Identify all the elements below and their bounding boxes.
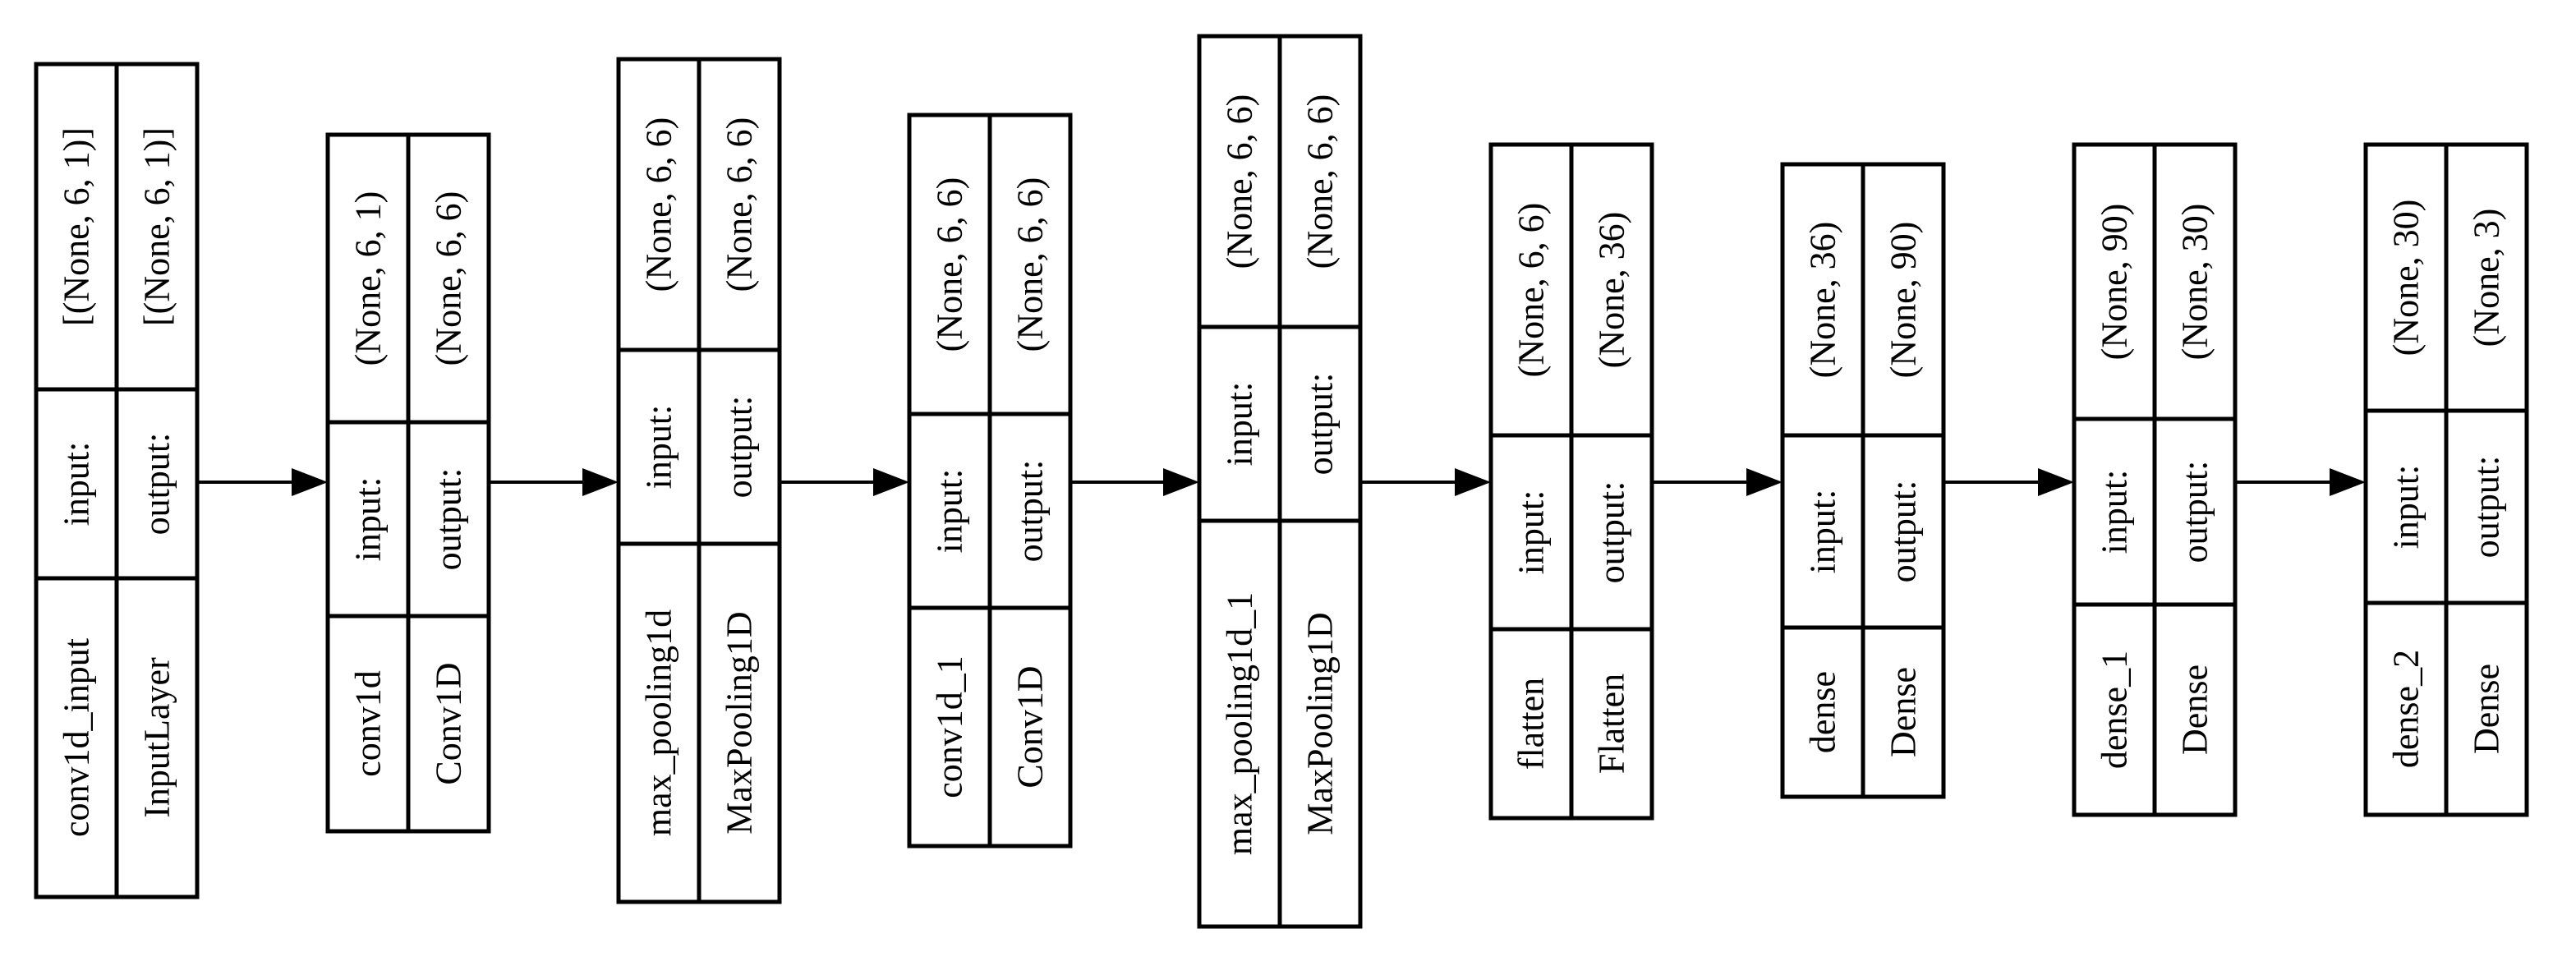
output-label: output: <box>2175 461 2215 563</box>
input-shape: (None, 36) <box>1803 222 1843 379</box>
output-shape: (None, 90) <box>1884 222 1924 379</box>
layer-type: Dense <box>2467 664 2507 754</box>
layer-node-dense_1: dense_1 Dense input: output: (None, 90) (None… <box>2072 142 2238 817</box>
layer-type: Conv1D <box>429 662 469 784</box>
output-shape: (None, 6, 6) <box>1300 94 1341 269</box>
layer-type: Dense <box>2175 665 2215 755</box>
layer-node-max_pooling1d: max_pooling1d MaxPooling1D input: output: (N… <box>616 57 782 904</box>
input-shape: (None, 6, 6) <box>1511 203 1552 378</box>
arrow-head-icon <box>873 468 909 496</box>
layer-node-dense_2: dense_2 Dense input: output: (None, 30) (None… <box>2363 142 2529 817</box>
output-label: output: <box>2467 456 2507 559</box>
layer-name: dense_1 <box>2095 651 2135 769</box>
arrow-head-icon <box>2038 468 2074 496</box>
input-shape: [(None, 6, 1)] <box>57 127 97 326</box>
arrow-head-icon <box>1455 468 1491 496</box>
connection-arrows <box>197 468 2366 496</box>
layer-name: dense_2 <box>2386 650 2426 768</box>
layer-node-conv1d_input: conv1d_input InputLayer input: output: [(Non… <box>34 62 200 899</box>
output-label: output: <box>1592 481 1632 584</box>
layer-node-conv1d: conv1d Conv1D input: output: (None, 6, 1) (No… <box>325 132 491 834</box>
layer-type: Flatten <box>1592 674 1632 774</box>
input-label: input: <box>1220 382 1260 467</box>
input-shape: (None, 6, 6) <box>930 177 970 352</box>
layer-type: MaxPooling1D <box>1300 612 1341 835</box>
layer-name: conv1d <box>348 670 389 777</box>
output-shape: (None, 36) <box>1592 212 1632 369</box>
input-label: input: <box>1511 490 1552 575</box>
arrow-head-icon <box>2330 468 2366 496</box>
layer-node-flatten: flatten Flatten input: output: (None, 6, 6) (… <box>1488 142 1654 821</box>
layer-name: conv1d_1 <box>930 655 970 798</box>
arrow-head-icon <box>582 468 619 496</box>
arrow-head-icon <box>1163 468 1199 496</box>
input-label: input: <box>57 442 97 527</box>
output-shape: (None, 6, 6) <box>720 117 760 292</box>
output-label: output: <box>720 396 760 499</box>
layer-node-conv1d_1: conv1d_1 Conv1D input: output: (None, 6, 6) (… <box>907 113 1073 849</box>
arrow-head-icon <box>1746 468 1782 496</box>
layer-type: Conv1D <box>1010 665 1051 788</box>
input-label: input: <box>348 477 389 562</box>
layer-name: flatten <box>1511 678 1552 770</box>
input-label: input: <box>930 469 970 554</box>
arrow-head-icon <box>292 468 328 496</box>
layer-node-max_pooling1d_1: max_pooling1d_1 MaxPooling1D input: output:… <box>1197 34 1363 929</box>
input-shape: (None, 6, 1) <box>348 191 389 366</box>
layer-node-dense: dense Dense input: output: (None, 36) (None, … <box>1780 162 1946 799</box>
output-shape: (None, 6, 6) <box>1010 177 1051 352</box>
output-shape: (None, 3) <box>2467 209 2507 347</box>
output-label: output: <box>429 468 469 571</box>
input-label: input: <box>2095 470 2135 554</box>
layer-name: dense <box>1803 671 1843 753</box>
layer-name: conv1d_input <box>57 638 97 837</box>
output-shape: [(None, 6, 1)] <box>137 127 177 326</box>
layer-type: Dense <box>1884 667 1924 757</box>
layer-nodes: conv1d_input InputLayer input: output: [(Non… <box>34 34 2529 929</box>
layer-type: InputLayer <box>137 657 177 818</box>
layer-type: MaxPooling1D <box>720 611 760 834</box>
layer-name: max_pooling1d <box>639 609 679 836</box>
input-label: input: <box>2386 465 2426 550</box>
input-shape: (None, 6, 6) <box>1220 94 1260 269</box>
input-shape: (None, 6, 6) <box>639 117 679 292</box>
output-label: output: <box>137 433 177 536</box>
input-shape: (None, 90) <box>2095 204 2135 361</box>
layer-name: max_pooling1d_1 <box>1220 592 1260 855</box>
input-label: input: <box>1803 490 1843 574</box>
output-label: output: <box>1010 460 1051 563</box>
output-shape: (None, 30) <box>2175 204 2215 361</box>
output-label: output: <box>1300 373 1341 476</box>
output-shape: (None, 6, 6) <box>429 191 469 366</box>
input-shape: (None, 30) <box>2386 200 2426 356</box>
output-label: output: <box>1884 481 1924 583</box>
input-label: input: <box>639 405 679 490</box>
